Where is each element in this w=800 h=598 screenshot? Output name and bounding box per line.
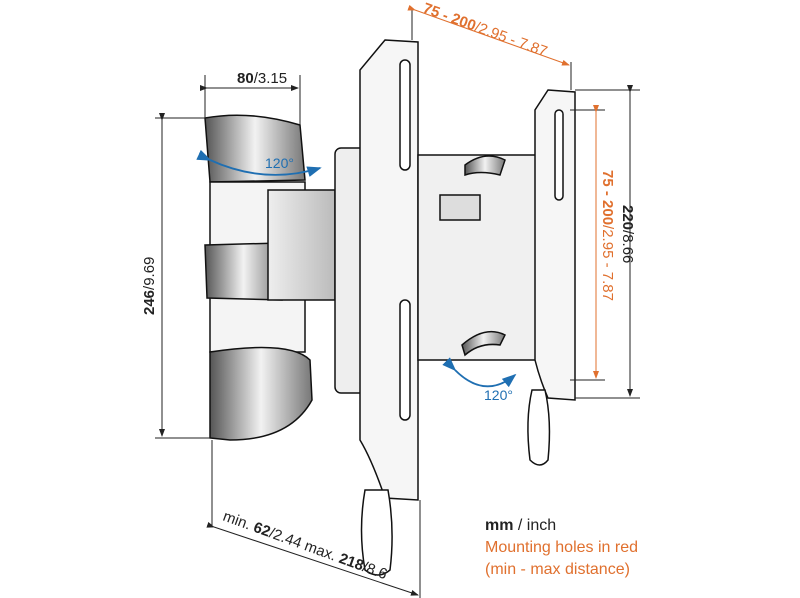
rotation-label-plate: 120° — [484, 387, 513, 403]
legend-units: mm / inch — [485, 517, 557, 534]
top-holes-dimension: 75 - 200/2.95 - 7.87 — [421, 0, 550, 61]
arm-width-dimension: 80/3.15 — [237, 70, 287, 87]
tv-plate-front — [359, 39, 576, 576]
legend-distance-note: (min - max distance) — [485, 561, 630, 578]
legend: mm / inch Mounting holes in red (min - m… — [485, 515, 638, 581]
legend-mounting-holes: Mounting holes in red — [485, 539, 638, 556]
dimension-lines — [155, 8, 640, 598]
rotation-arrows — [196, 149, 517, 388]
rotation-label-arm: 120° — [265, 155, 294, 171]
mounting-hole-dimension-lines — [407, 4, 599, 379]
wall-plate-height-dimension: 246/9.69 — [141, 257, 158, 315]
tv-plate-height-dimension: 220/8.66 — [619, 205, 636, 263]
side-holes-dimension: 75 - 200/2.95 - 7.87 — [599, 170, 616, 301]
